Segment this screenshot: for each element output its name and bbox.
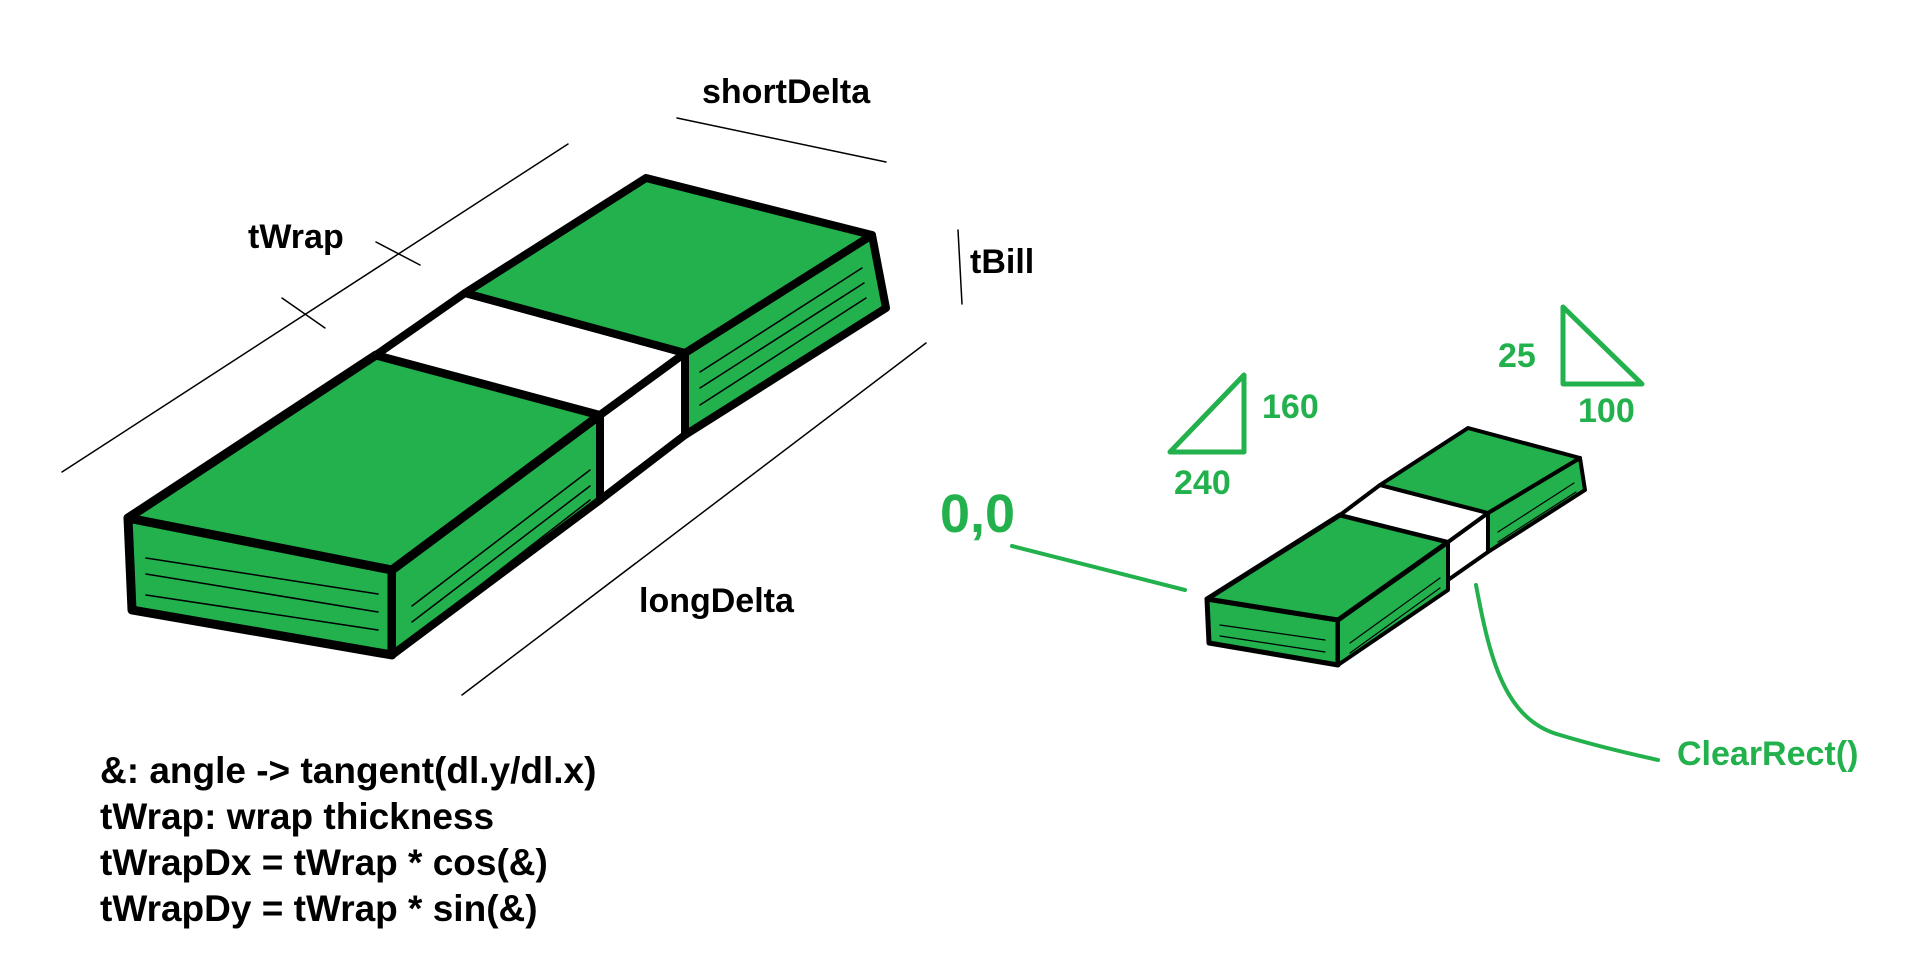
origin-label: 0,0 [940,484,1015,544]
slope-triangle-b [1560,304,1645,387]
slope-a-run-label: 240 [1174,464,1231,502]
tBill-guide-line [957,229,963,305]
top-face-far [461,174,876,357]
large-money-stack [61,117,963,696]
slope-b-run-label: 100 [1578,392,1635,430]
longDelta-label: longDelta [639,582,795,620]
bill-lines [145,267,867,639]
shortDelta-guide-line [676,117,887,163]
slope-triangle-a [1167,372,1247,455]
shortDelta-label: shortDelta [702,73,871,111]
tWrap-tick-right [375,241,421,266]
legend-line-twrapdx: tWrapDx = tWrap * cos(&) [100,842,548,883]
longDelta-guide-line [461,342,927,696]
tWrap-tick-left [281,297,326,329]
legend-line-twrapdy: tWrapDy = tWrap * sin(&) [100,888,538,929]
annotations [1010,304,1660,762]
small-top-face-far [1378,426,1582,515]
clearrect-label: ClearRect() [1677,735,1858,773]
tBill-label: tBill [970,243,1034,281]
legend-line-twrap: tWrap: wrap thickness [100,796,495,837]
slope-a-rise-label: 160 [1262,388,1319,426]
small-bill-lines [1219,482,1577,654]
clearrect-pointer-curve [1474,583,1660,762]
legend-line-angle: &: angle -> tangent(dl.y/dl.x) [100,750,597,791]
formula-legend: &: angle -> tangent(dl.y/dl.x) tWrap: wr… [100,748,596,932]
small-money-stack [1204,426,1587,668]
origin-pointer-line [1010,544,1187,592]
tWrap-label: tWrap [248,218,344,256]
tWrap-guide-line [61,143,569,473]
slope-b-rise-label: 25 [1498,337,1536,375]
